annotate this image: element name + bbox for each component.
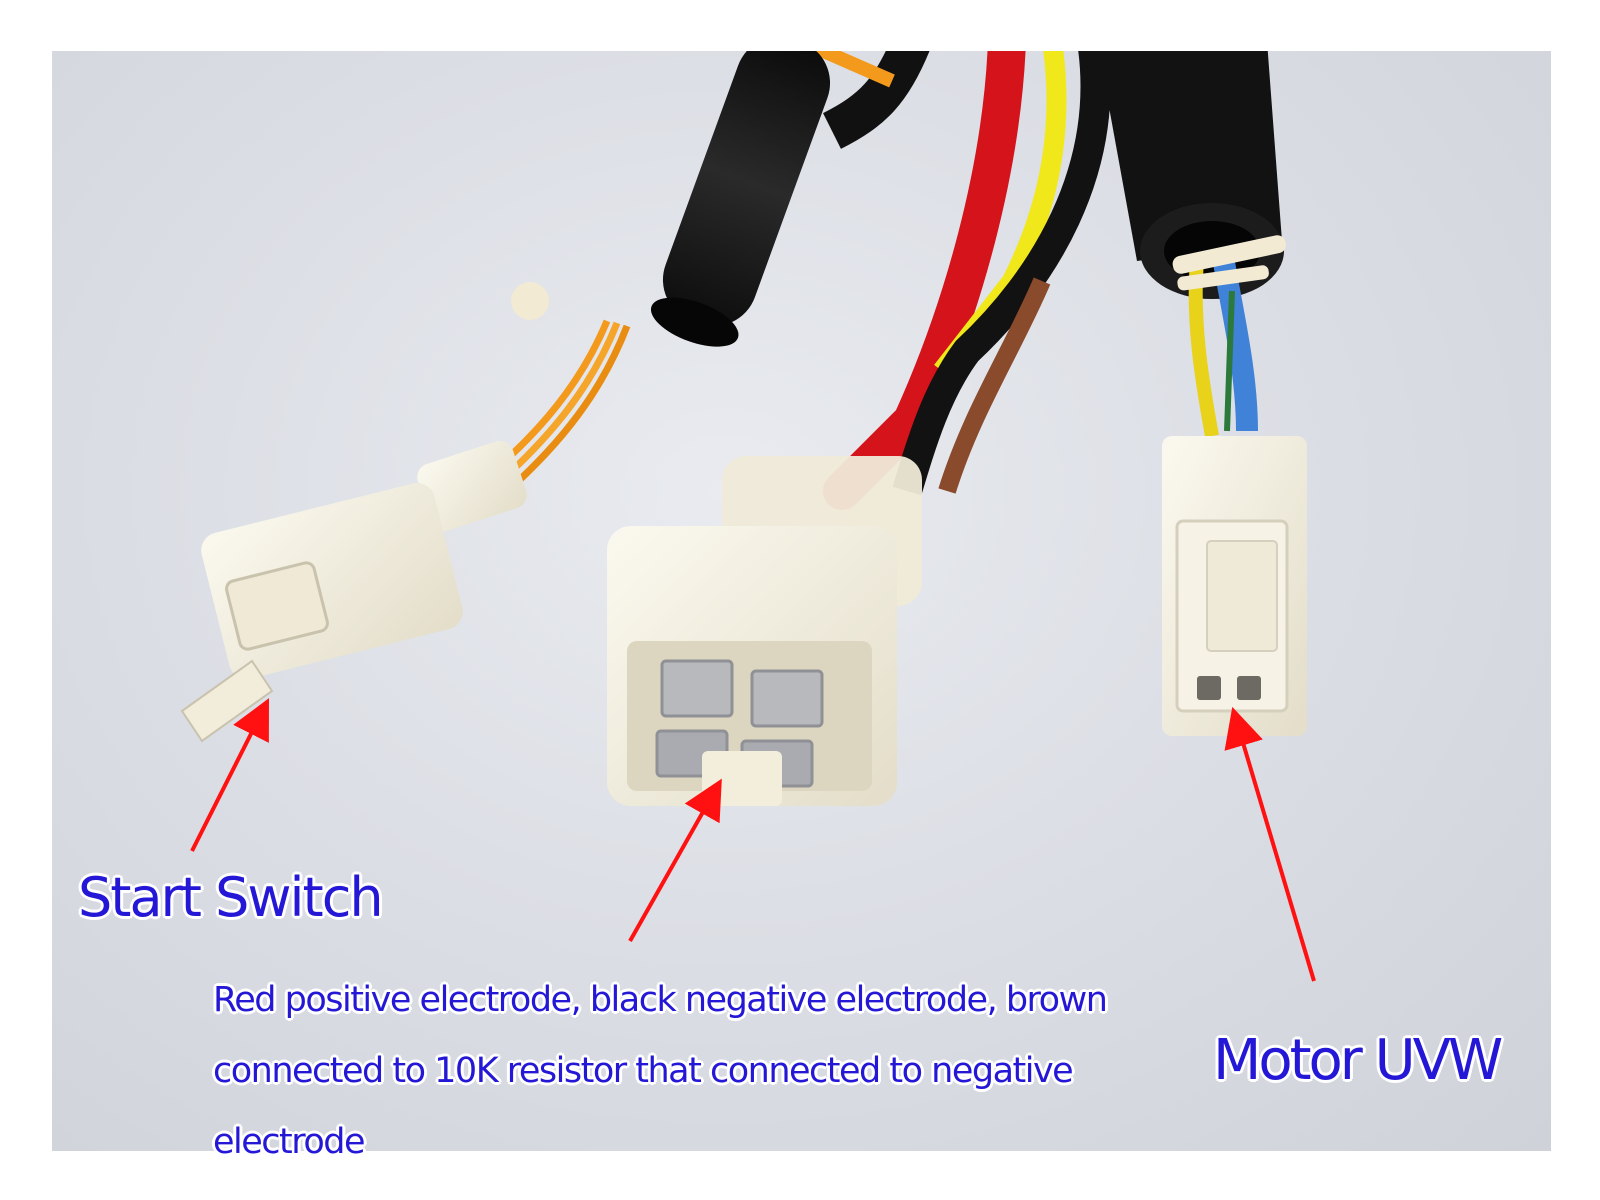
orange-cable-top — [809, 51, 895, 88]
motor-uvw-connector — [1162, 436, 1307, 736]
center-power-connector — [607, 456, 922, 806]
cable-tie-right — [1172, 235, 1286, 274]
start-switch-label: Start Switch — [78, 866, 384, 929]
arrow-motor-uvw — [1224, 706, 1316, 982]
brown-wire — [938, 277, 1051, 494]
orange-wire — [499, 324, 631, 499]
black-wire — [892, 51, 1111, 496]
background-cable — [822, 51, 930, 149]
wiring-harness-photo — [52, 51, 1551, 1151]
foam-sleeve-left — [650, 51, 831, 347]
motor-uvw-label: Motor UVW — [1213, 1028, 1503, 1093]
arrow-start-switch — [190, 698, 269, 852]
yellow-wire — [934, 51, 1067, 378]
cable-tie-left — [511, 282, 549, 320]
red-wire — [823, 51, 1026, 510]
start-switch-connector — [180, 440, 527, 743]
description-line: connected to 10K resistor that connected… — [213, 1051, 1074, 1091]
description-line: electrode — [213, 1122, 366, 1162]
description-line: Red positive electrode, black negative e… — [213, 980, 1108, 1020]
power-connector-description: Red positive electrode, black negative e… — [213, 965, 1213, 1178]
harness-illustration — [180, 51, 1316, 982]
arrow-power-connector — [628, 778, 722, 942]
